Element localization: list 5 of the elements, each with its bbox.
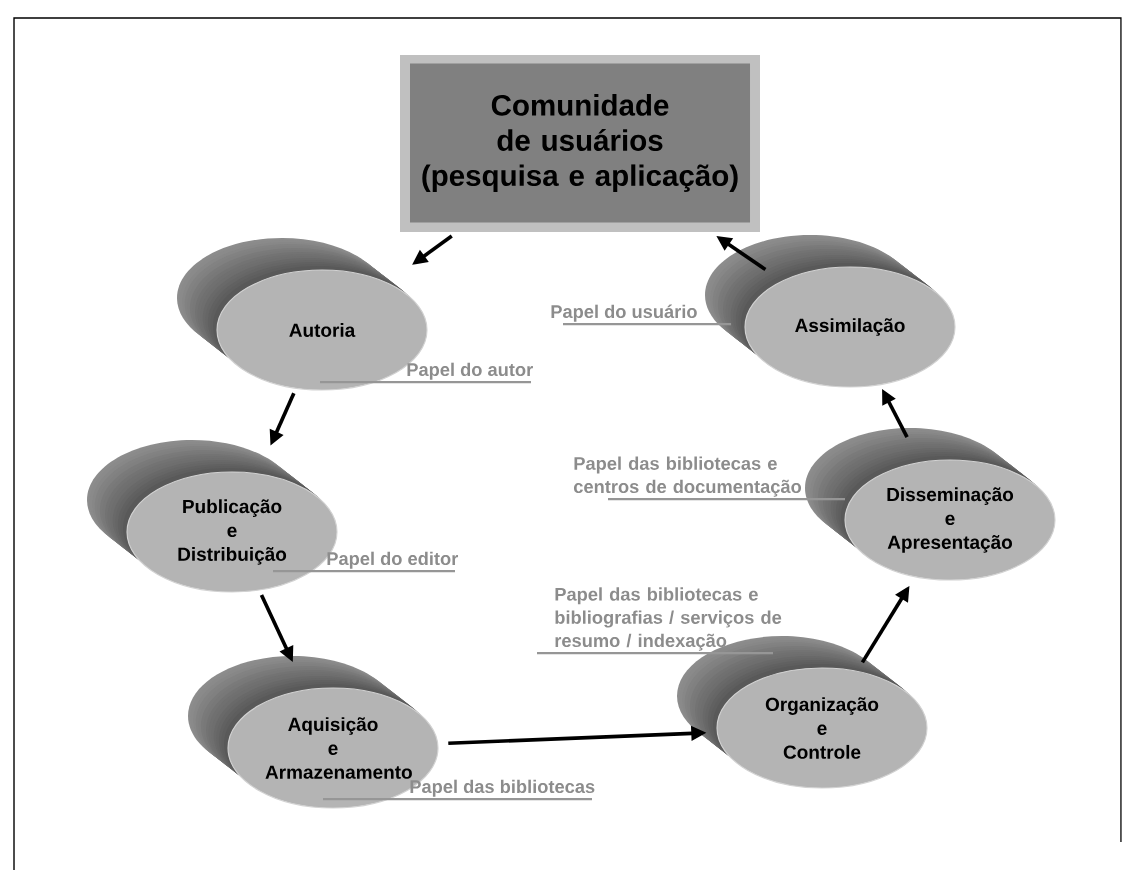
cylinder-node: Disseminação e Apresentação <box>805 428 1056 581</box>
role-label: Papel das bibliotecas e centros de documentação <box>574 456 802 497</box>
role-label: Papel do usuário <box>551 304 697 322</box>
cylinder-node: Assimilação <box>705 235 956 388</box>
title-box: Comunidade de usuários (pesquisa e aplicação) <box>400 55 760 232</box>
